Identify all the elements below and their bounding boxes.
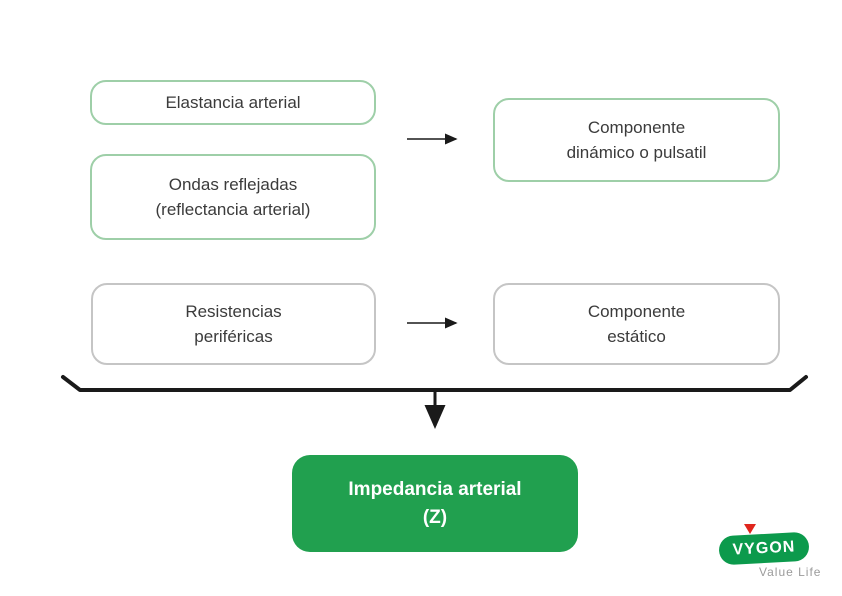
box-componente-estatico: Componente estático (493, 283, 780, 365)
box-componente-dinamico: Componente dinámico o pulsatil (493, 98, 780, 182)
box-resistencias-line2: periféricas (194, 327, 273, 346)
box-impedancia-line1: Impedancia arterial (348, 478, 522, 500)
box-ondas-reflejadas: Ondas reflejadas (reflectancia arterial) (90, 154, 376, 240)
vygon-logo: VYGON Value Life (716, 521, 828, 583)
logo-red-triangle-icon (744, 524, 756, 534)
box-estatico-line2: estático (607, 327, 666, 346)
box-resistencias-perifericas: Resistencias periféricas (91, 283, 376, 365)
box-impedancia-line2: (Z) (422, 506, 448, 528)
box-elastancia-label: Elastancia arterial (165, 93, 301, 112)
box-elastancia-arterial: Elastancia arterial (90, 80, 376, 125)
box-ondas-line1: Ondas reflejadas (168, 175, 298, 194)
logo-tagline: Value Life (759, 565, 822, 579)
box-estatico-line1: Componente (587, 302, 686, 321)
brace-bracket-icon (61, 375, 808, 392)
box-dinamico-line1: Componente (587, 118, 686, 137)
box-dinamico-line2: dinámico o pulsatil (566, 143, 707, 162)
box-impedancia-arterial: Impedancia arterial (Z) (292, 455, 578, 552)
logo-brand-text: VYGON (732, 537, 796, 559)
logo-brand-pill: VYGON (718, 531, 810, 566)
box-ondas-line2: (reflectancia arterial) (155, 200, 311, 219)
box-resistencias-line1: Resistencias (185, 302, 282, 321)
